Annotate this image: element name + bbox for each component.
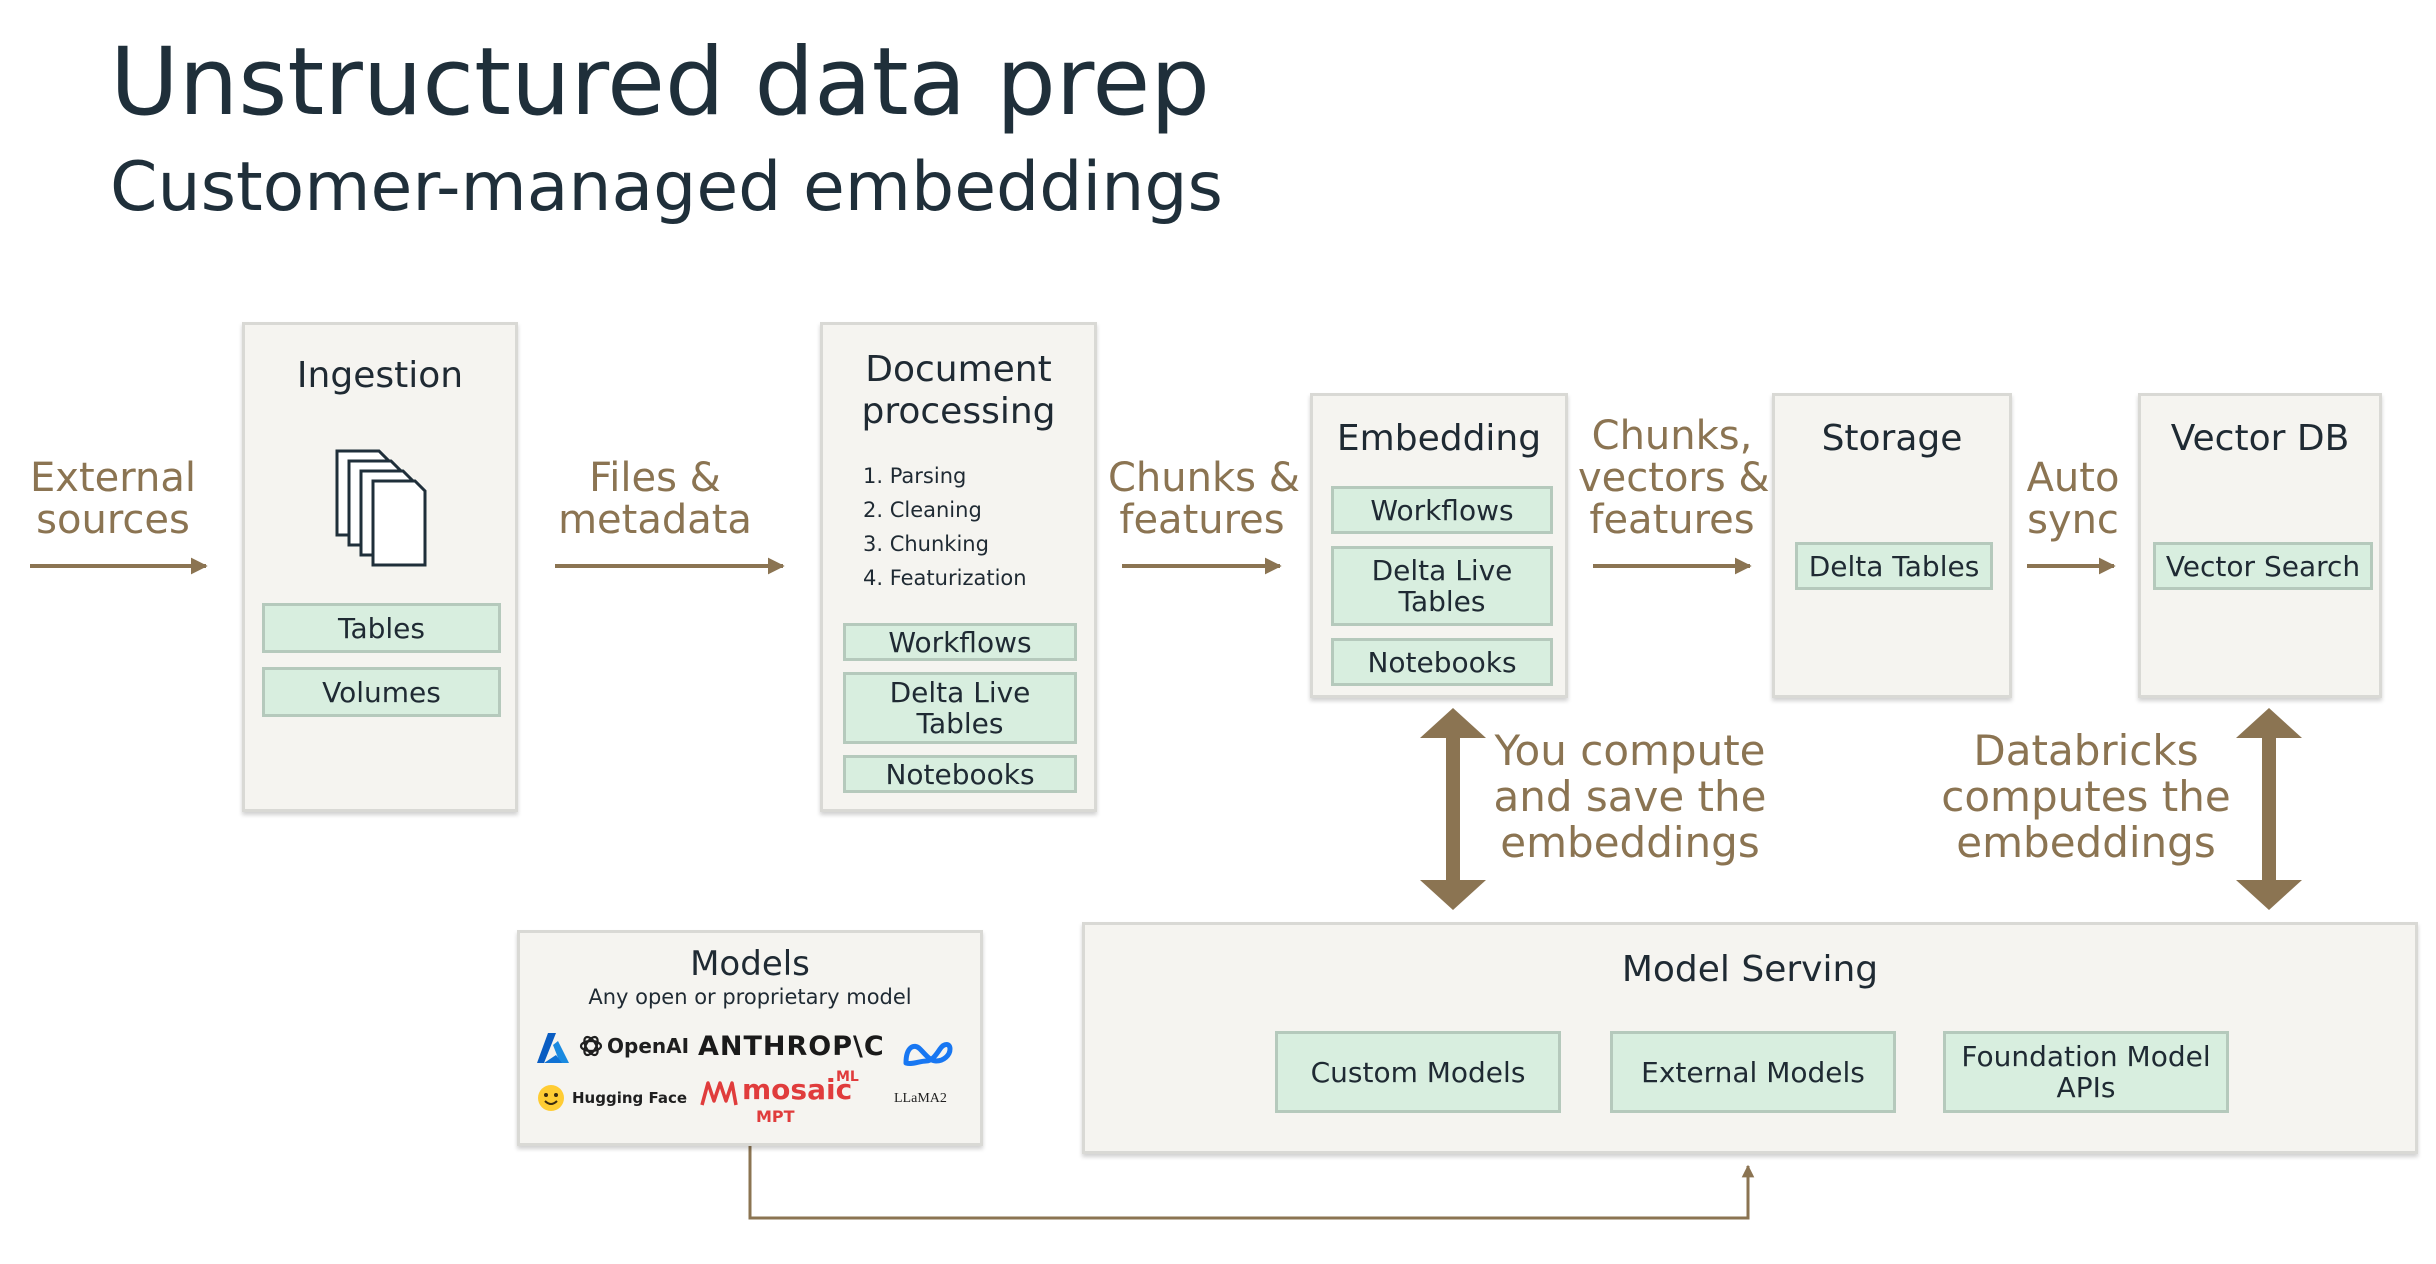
hugging-face-wordmark: Hugging Face <box>572 1089 688 1107</box>
mosaic-ml-superscript: ML <box>836 1069 859 1085</box>
label-line: Chunks, <box>1591 413 1753 459</box>
label-external-sources: External sources <box>18 457 208 541</box>
label-files-metadata: Files & metadata <box>555 457 755 541</box>
note-line: embeddings <box>1500 818 1760 867</box>
title-line: Document <box>865 349 1052 390</box>
chip-tables[interactable]: Tables <box>262 603 501 653</box>
step-item: 2. Cleaning <box>863 498 982 522</box>
note-databricks-computes: Databricks computes the embeddings <box>1936 728 2236 866</box>
chip-delta-tables[interactable]: Delta Tables <box>1795 542 1993 590</box>
label-line: sync <box>2027 497 2119 543</box>
chip-workflows[interactable]: Workflows <box>1331 486 1553 534</box>
chip-delta-live-tables[interactable]: Delta Live Tables <box>1331 546 1553 626</box>
chip-vector-search[interactable]: Vector Search <box>2153 542 2373 590</box>
title-line: processing <box>861 391 1056 432</box>
llama-logo: LLaMA2 <box>894 1091 947 1106</box>
label-chunks-vectors-features: Chunks, vectors & features <box>1578 413 1770 543</box>
label-line: Chunks & <box>1108 455 1300 501</box>
document-processing-box: Document processing 1. Parsing 2. Cleani… <box>820 322 1097 812</box>
storage-box: Storage Delta Tables <box>1772 393 2012 698</box>
note-line: and save the <box>1493 772 1767 821</box>
mosaic-logo: mosaic ML MPT <box>700 1069 870 1137</box>
models-box: Models Any open or proprietary model Ope… <box>517 930 983 1146</box>
openai-logo: OpenAI <box>578 1033 689 1059</box>
chip-delta-live-tables[interactable]: Delta Live Tables <box>843 672 1077 744</box>
hugging-face-icon <box>538 1085 564 1111</box>
page-subtitle: Customer-managed embeddings <box>110 148 1223 227</box>
note-line: computes the <box>1941 772 2231 821</box>
mosaic-icon <box>700 1081 738 1106</box>
azure-logo-icon <box>537 1033 569 1063</box>
label-line: External <box>30 455 196 501</box>
double-arrow-vectordb-serving <box>2236 708 2302 910</box>
openai-icon <box>579 1035 603 1057</box>
chip-custom-models[interactable]: Custom Models <box>1275 1031 1561 1113</box>
label-line: Auto <box>2026 455 2120 501</box>
processing-steps-list: 1. Parsing 2. Cleaning 3. Chunking 4. Fe… <box>863 459 1027 595</box>
label-line: features <box>1589 497 1755 543</box>
models-subtitle: Any open or proprietary model <box>588 985 912 1009</box>
mosaic-wordmark: mosaic <box>742 1073 853 1106</box>
ingestion-title: Ingestion <box>296 355 464 396</box>
vector-db-box: Vector DB Vector Search <box>2138 393 2382 698</box>
meta-logo-icon <box>903 1042 953 1067</box>
models-title: Models <box>690 944 810 984</box>
label-line: Files & <box>589 455 721 501</box>
note-line: embeddings <box>1956 818 2216 867</box>
documents-icon <box>335 449 427 567</box>
chip-foundation-model-apis[interactable]: Foundation Model APIs <box>1943 1031 2229 1113</box>
storage-title: Storage <box>1821 418 1963 459</box>
note-line: You compute <box>1494 726 1766 775</box>
page-title: Unstructured data prep <box>110 28 1210 137</box>
embedding-box: Embedding Workflows Delta Live Tables No… <box>1310 393 1568 698</box>
step-item: 4. Featurization <box>863 566 1027 590</box>
model-serving-title: Model Serving <box>1621 949 1879 990</box>
label-line: vectors & <box>1578 455 1770 501</box>
chip-volumes[interactable]: Volumes <box>262 667 501 717</box>
label-line: metadata <box>558 497 752 543</box>
step-item: 3. Chunking <box>863 532 989 556</box>
double-arrow-embedding-serving <box>1420 708 1486 910</box>
openai-wordmark: OpenAI <box>607 1034 690 1058</box>
vector-db-title: Vector DB <box>2170 418 2350 459</box>
chip-notebooks[interactable]: Notebooks <box>1331 638 1553 686</box>
embedding-title: Embedding <box>1336 418 1542 459</box>
connector-models-to-serving <box>748 1146 1755 1220</box>
anthropic-logo: ANTHROP\C <box>698 1031 885 1062</box>
hugging-face-logo: Hugging Face <box>536 1083 687 1113</box>
label-auto-sync: Auto sync <box>2018 457 2128 541</box>
label-line: sources <box>36 497 190 543</box>
mpt-label: MPT <box>756 1107 795 1126</box>
ingestion-box: Ingestion Tables Volumes <box>242 322 518 812</box>
note-line: Databricks <box>1973 726 2199 775</box>
chip-notebooks[interactable]: Notebooks <box>843 755 1077 793</box>
label-chunks-features: Chunks & features <box>1108 455 1300 543</box>
step-item: 1. Parsing <box>863 464 967 488</box>
chip-external-models[interactable]: External Models <box>1610 1031 1896 1113</box>
chip-workflows[interactable]: Workflows <box>843 623 1077 661</box>
model-serving-box: Model Serving Custom Models External Mod… <box>1082 922 2418 1154</box>
label-line: features <box>1119 497 1285 543</box>
document-processing-title: Document processing <box>823 349 1094 433</box>
note-you-compute: You compute and save the embeddings <box>1490 728 1770 866</box>
